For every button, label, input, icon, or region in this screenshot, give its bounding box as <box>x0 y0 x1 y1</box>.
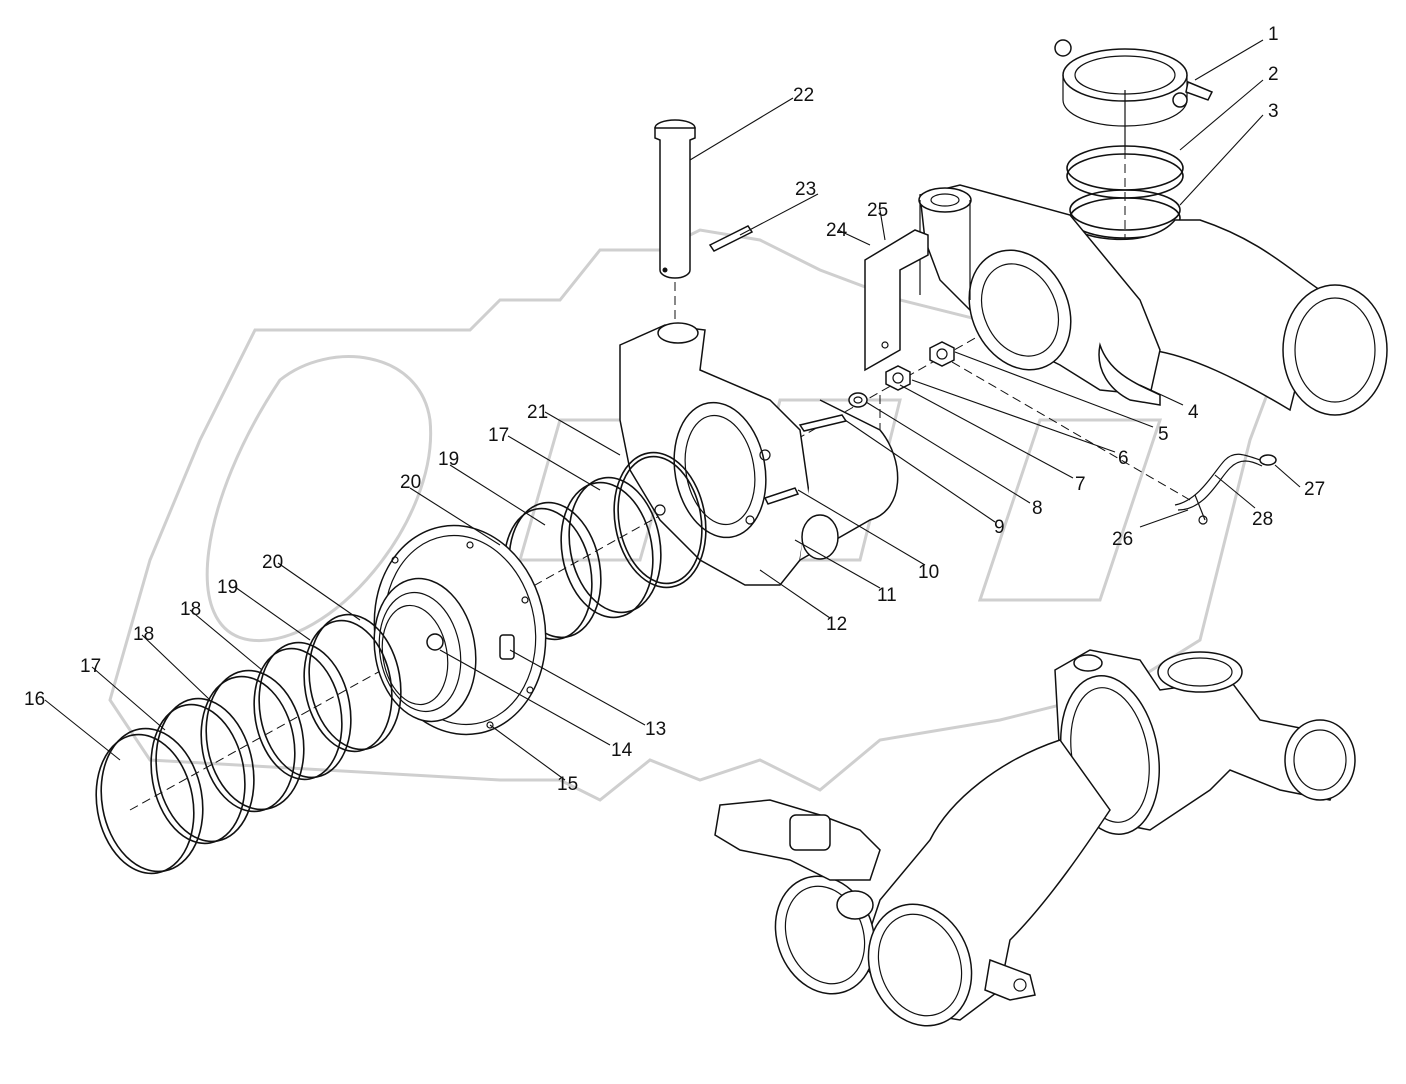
callout-4: 4 <box>1188 402 1199 423</box>
callout-22: 22 <box>793 85 814 106</box>
callout-13: 13 <box>645 719 666 740</box>
callout-10: 10 <box>918 562 939 583</box>
flange-housing <box>619 322 899 586</box>
callout-1: 1 <box>1268 24 1279 45</box>
callout-11: 11 <box>877 585 897 606</box>
callout-23: 23 <box>795 179 816 200</box>
callout-2: 2 <box>1268 64 1279 85</box>
callout-5: 5 <box>1158 424 1169 445</box>
mounting-bracket <box>864 229 929 372</box>
pin-22 <box>654 119 696 279</box>
callout-24: 24 <box>826 220 848 241</box>
callout-19-lower: 19 <box>217 577 238 598</box>
callout-labels: 1 2 3 4 5 6 7 8 9 10 11 12 13 14 15 16 1… <box>24 24 1325 795</box>
callout-17-lower: 17 <box>80 656 101 677</box>
callout-6: 6 <box>1118 448 1129 469</box>
callout-20-upper: 20 <box>400 472 421 493</box>
assembled-view <box>714 649 1356 1027</box>
callout-14: 14 <box>611 740 633 761</box>
callout-3: 3 <box>1268 101 1279 122</box>
clamp-coupling <box>1054 39 1214 150</box>
callout-16: 16 <box>24 689 45 710</box>
leader-lines <box>44 39 1301 781</box>
callout-7: 7 <box>1075 474 1086 495</box>
callout-12: 12 <box>826 614 847 635</box>
callout-25: 25 <box>867 200 888 221</box>
callout-19-upper: 19 <box>438 449 459 470</box>
washer-8 <box>848 392 868 408</box>
split-pin-23 <box>708 225 754 252</box>
callout-18-lower: 18 <box>133 624 154 645</box>
callout-21: 21 <box>527 402 548 423</box>
sensor-cable <box>1174 453 1277 525</box>
pipe-elbow-housing <box>918 184 1388 416</box>
callout-9: 9 <box>994 517 1005 538</box>
hex-nut-6 <box>885 365 911 391</box>
callout-18-upper: 18 <box>180 599 201 620</box>
callout-15: 15 <box>557 774 578 795</box>
callout-8: 8 <box>1032 498 1043 519</box>
callout-26: 26 <box>1112 529 1133 550</box>
callout-17-upper: 17 <box>488 425 509 446</box>
callout-27: 27 <box>1304 479 1325 500</box>
hex-nut-5 <box>929 341 955 367</box>
callout-28: 28 <box>1252 509 1273 530</box>
callout-20-lower: 20 <box>262 552 283 573</box>
seal-ring-stack-lower <box>95 613 402 875</box>
bearing-housing <box>373 524 547 736</box>
